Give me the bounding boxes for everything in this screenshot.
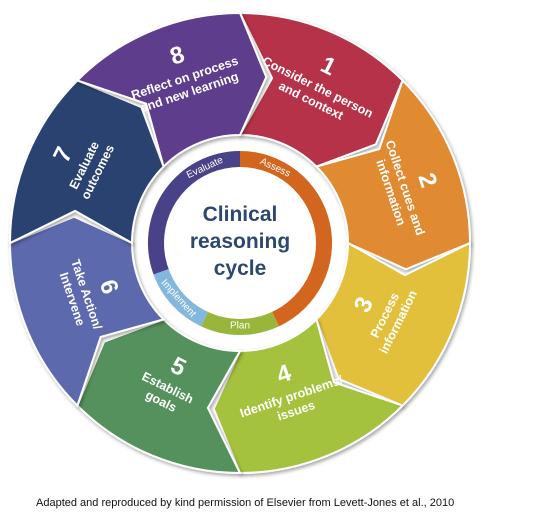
step-6-segment: 6Take Action/Intervene	[8, 215, 166, 408]
center-title-line: reasoning	[190, 230, 290, 253]
step-3-segment: 3Processinformation	[315, 241, 472, 407]
center-title-line: Clinical	[203, 203, 278, 226]
outer-arrow-segments: 1Consider the personand context2Collect …	[8, 11, 472, 475]
center-title-text: Clinical reasoning cycle	[190, 203, 290, 280]
step-8-segment: 8Reflect on processand new learning	[75, 11, 268, 169]
inner-ring-plan-label: Plan	[230, 321, 250, 332]
center-title: Clinical reasoning cycle	[190, 203, 290, 280]
step-8-arrow	[75, 11, 268, 169]
center-disc	[164, 167, 316, 319]
step-1-segment: 1Consider the personand context	[238, 11, 404, 168]
inner-ring-evaluate-segment	[147, 150, 240, 275]
inner-ring-plan-segment	[201, 311, 279, 336]
step-7-label: 7Evaluateoutcomes	[38, 122, 117, 201]
attribution-caption: Adapted and reproduced by kind permissio…	[36, 497, 455, 509]
step-5-segment: 5Establishgoals	[76, 318, 242, 475]
inner-ring-assess-segment	[240, 150, 333, 327]
inner-ring-implement-segment	[153, 268, 209, 327]
step-4-segment: 4Identify problems/issues	[212, 317, 405, 475]
center-title-line: cycle	[214, 257, 267, 280]
step-7-segment: 7Evaluateoutcomes	[8, 79, 165, 245]
